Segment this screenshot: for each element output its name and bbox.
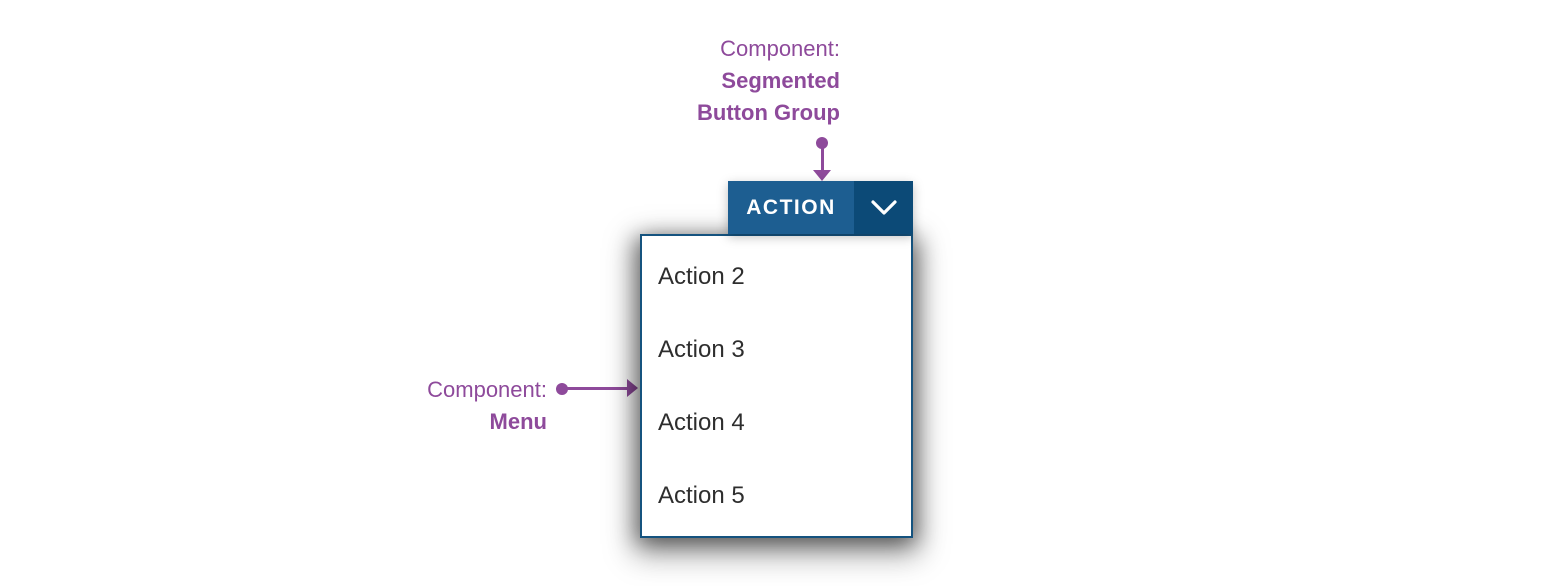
chevron-down-icon (870, 199, 897, 215)
annotation-component-name-line2: Button Group (697, 100, 840, 125)
menu-item[interactable]: Action 2 (658, 263, 745, 290)
connector-line (821, 148, 824, 171)
arrow-down-icon (813, 170, 831, 181)
annotation-prefix: Component: (720, 36, 840, 61)
annotation-component-name: Menu (489, 409, 547, 434)
menu-item[interactable]: Action 3 (658, 336, 745, 363)
annotation-segmented-button-group: Component: Segmented Button Group (540, 33, 840, 129)
dropdown-toggle-button[interactable] (854, 181, 913, 234)
connector-dot (556, 383, 568, 395)
menu-item[interactable]: Action 5 (658, 482, 745, 509)
dropdown-menu: Action 2 Action 3 Action 4 Action 5 (640, 234, 913, 538)
connector-line (566, 387, 628, 390)
annotation-prefix: Component: (427, 377, 547, 402)
segmented-button-group: ACTION (728, 181, 913, 234)
action-button[interactable]: ACTION (728, 181, 854, 234)
connector-dot (816, 137, 828, 149)
annotation-component-name-line1: Segmented (721, 68, 840, 93)
menu-item[interactable]: Action 4 (658, 409, 745, 436)
arrow-right-icon (627, 379, 638, 397)
annotation-menu: Component: Menu (247, 374, 547, 438)
